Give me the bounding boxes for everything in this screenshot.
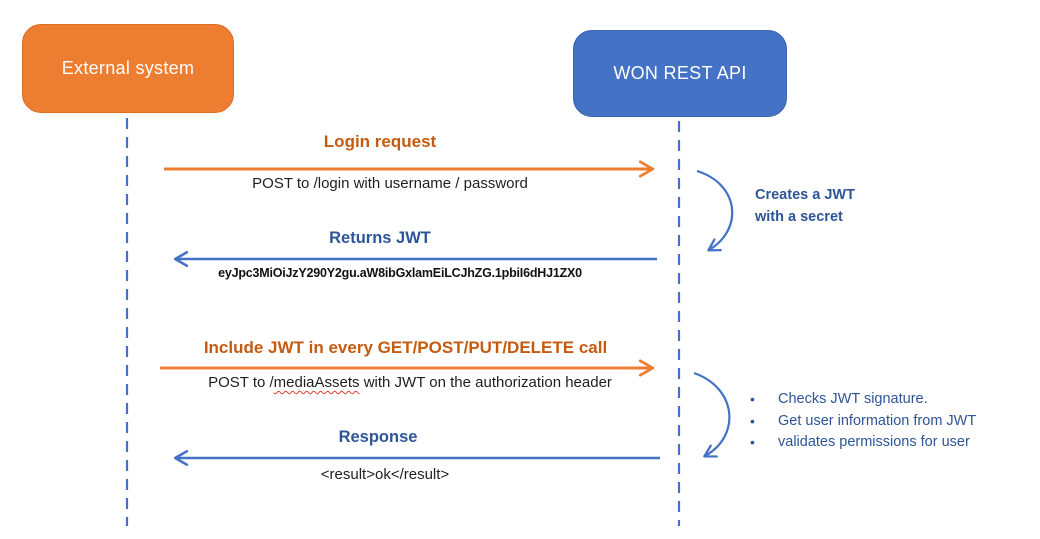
login-request-detail: POST to /login with username / password	[252, 175, 528, 192]
jwt-checks-item: validates permissions for user	[748, 432, 1018, 454]
actor-won-rest-api-label: WON REST API	[613, 63, 747, 83]
returns-jwt-title: Returns JWT	[329, 229, 431, 247]
creates-jwt-note-line1: Creates a JWT	[755, 187, 855, 203]
include-jwt-detail-prefix: POST to /	[208, 374, 274, 391]
jwt-checks-item: Checks JWT signature.	[748, 389, 1018, 411]
include-jwt-title: Include JWT in every GET/POST/PUT/DELETE…	[203, 338, 608, 357]
response-detail: <result>ok</result>	[320, 466, 450, 483]
include-jwt-detail: POST to /mediaAssets with JWT on the aut…	[170, 374, 650, 391]
actor-external-system-label: External system	[61, 58, 195, 78]
jwt-checks-item: Get user information from JWT	[748, 411, 1018, 433]
actor-won-rest-api: WON REST API	[573, 30, 787, 117]
include-jwt-detail-suffix: with JWT on the authorization header	[359, 374, 612, 391]
creates-jwt-note-line2: with a secret	[755, 209, 843, 225]
returns-jwt-token: eyJpc3MiOiJzY290Y2gu.aW8ibGxlamEiLCJhZG.…	[218, 266, 582, 280]
creates-jwt-self-arrow	[696, 169, 734, 252]
include-jwt-detail-misspelled-word: mediaAssets	[273, 374, 360, 391]
creates-jwt-note: Creates a JWT with a secret	[755, 184, 855, 228]
jwt-checks-note: Checks JWT signature. Get user informati…	[748, 389, 1018, 454]
checks-jwt-self-arrow	[693, 371, 731, 458]
login-request-title: Login request	[323, 132, 437, 151]
actor-external-system: External system	[22, 24, 234, 113]
response-title: Response	[338, 428, 418, 446]
